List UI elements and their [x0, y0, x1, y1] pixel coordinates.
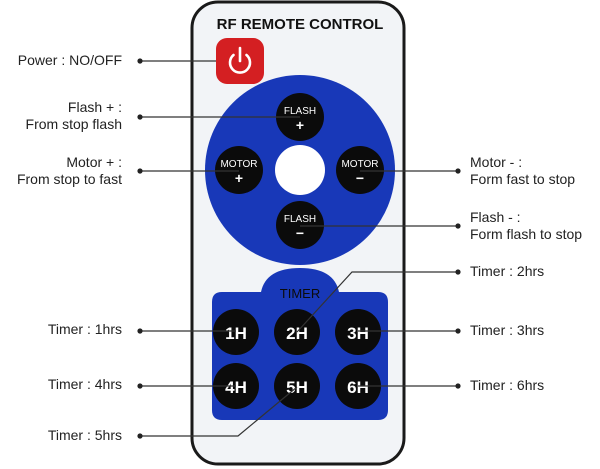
leader-dot: [137, 58, 143, 64]
timer-button-label: 4H: [225, 378, 247, 397]
motor-plus-button[interactable]: MOTOR +: [215, 146, 263, 194]
leader-dot: [137, 383, 143, 389]
motor-plus-sign: +: [235, 170, 243, 186]
remote-title: RF REMOTE CONTROL: [217, 16, 384, 33]
control-pad-center: [275, 145, 325, 195]
callout-power: Power : NO/OFF: [17, 52, 122, 68]
flash-minus-sign: −: [296, 225, 304, 241]
leader-dot: [455, 223, 461, 229]
callout-motor-plus: Motor + : From stop to fast: [16, 154, 122, 187]
flash-minus-button[interactable]: FLASH −: [276, 201, 324, 249]
power-icon: [228, 46, 252, 74]
callout-timer-4: Timer : 4hrs: [47, 376, 122, 392]
callout-timer-1: Timer : 1hrs: [47, 321, 122, 337]
leader-dot: [455, 328, 461, 334]
motor-minus-button[interactable]: MOTOR −: [336, 146, 384, 194]
flash-plus-label: FLASH: [284, 106, 316, 117]
timer-button-5h[interactable]: 5H: [274, 363, 320, 409]
motor-minus-label: MOTOR: [341, 159, 378, 170]
timer-button-label: 2H: [286, 324, 308, 343]
timer-button-label: 6H: [347, 378, 369, 397]
callout-timer-6: Timer : 6hrs: [470, 377, 545, 393]
timer-button-3h[interactable]: 3H: [335, 309, 381, 355]
timer-title: TIMER: [280, 286, 320, 301]
callout-timer-5: Timer : 5hrs: [47, 427, 122, 443]
motor-plus-label: MOTOR: [220, 159, 257, 170]
leader-dot: [137, 168, 143, 174]
leader-dot: [455, 168, 461, 174]
leader-dot: [137, 328, 143, 334]
leader-line-timer-5: [140, 386, 298, 437]
motor-minus-sign: −: [356, 170, 364, 186]
callout-flash-minus: Flash - : Form flash to stop: [470, 209, 583, 242]
callout-timer-2: Timer : 2hrs: [470, 263, 545, 279]
timer-button-label: 3H: [347, 324, 369, 343]
flash-plus-sign: +: [296, 117, 304, 133]
leader-dot: [137, 114, 143, 120]
timer-button-label: 1H: [225, 324, 247, 343]
callout-flash-plus: Flash + : From stop flash: [25, 99, 122, 132]
leader-dot: [455, 383, 461, 389]
timer-button-1h[interactable]: 1H: [213, 309, 259, 355]
power-button[interactable]: [216, 38, 264, 84]
leader-dot: [137, 433, 143, 439]
callout-motor-minus: Motor - : Form fast to stop: [470, 154, 576, 187]
leader-dot: [455, 269, 461, 275]
callout-timer-3: Timer : 3hrs: [470, 322, 545, 338]
leader-line-timer-2: [296, 271, 458, 333]
flash-minus-label: FLASH: [284, 214, 316, 225]
